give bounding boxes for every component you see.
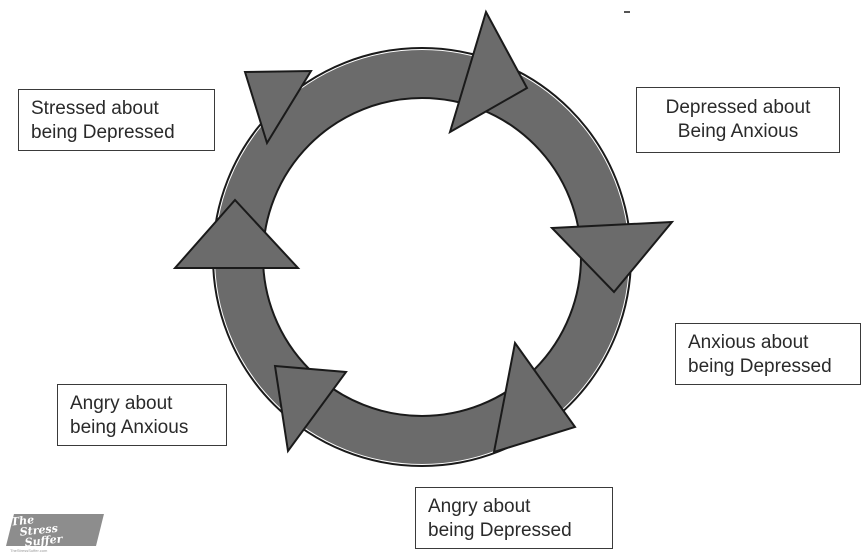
arrowhead-bottom-right	[492, 340, 577, 454]
label-stressed-about-being-depressed: Stressed about being Depressed	[18, 89, 215, 151]
label-line-2: Being Anxious	[677, 121, 799, 142]
label-line-2: being Depressed	[688, 356, 832, 377]
arrowhead-right	[549, 220, 675, 294]
label-line-1: Angry about	[70, 393, 173, 414]
arrowhead-left	[172, 198, 301, 269]
stress-suffer-logo: The Stress Suffer TheStressSuffer.com	[6, 513, 104, 554]
label-anxious-about-being-depressed: Anxious about being Depressed	[675, 323, 861, 385]
label-line-1: Depressed about	[665, 97, 811, 118]
label-depressed-about-being-anxious: Depressed about Being Anxious	[636, 87, 840, 153]
label-line-1: Angry about	[428, 496, 531, 517]
speck	[624, 11, 630, 13]
logo-text: The Stress Suffer	[10, 513, 64, 551]
label-line-2: being Anxious	[70, 417, 189, 438]
label-angry-about-being-depressed: Angry about being Depressed	[415, 487, 613, 549]
label-line-2: being Depressed	[428, 520, 572, 541]
label-line-1: Anxious about	[688, 332, 809, 353]
label-angry-about-being-anxious: Angry about being Anxious	[57, 384, 227, 446]
arrowhead-top-right	[448, 9, 529, 135]
label-line-2: being Depressed	[31, 122, 175, 143]
label-line-1: Stressed about	[31, 98, 159, 119]
logo-tagline: TheStressSuffer.com	[10, 548, 48, 553]
arrowhead-top-left	[243, 69, 313, 146]
arrowhead-bottom-left	[273, 364, 348, 454]
